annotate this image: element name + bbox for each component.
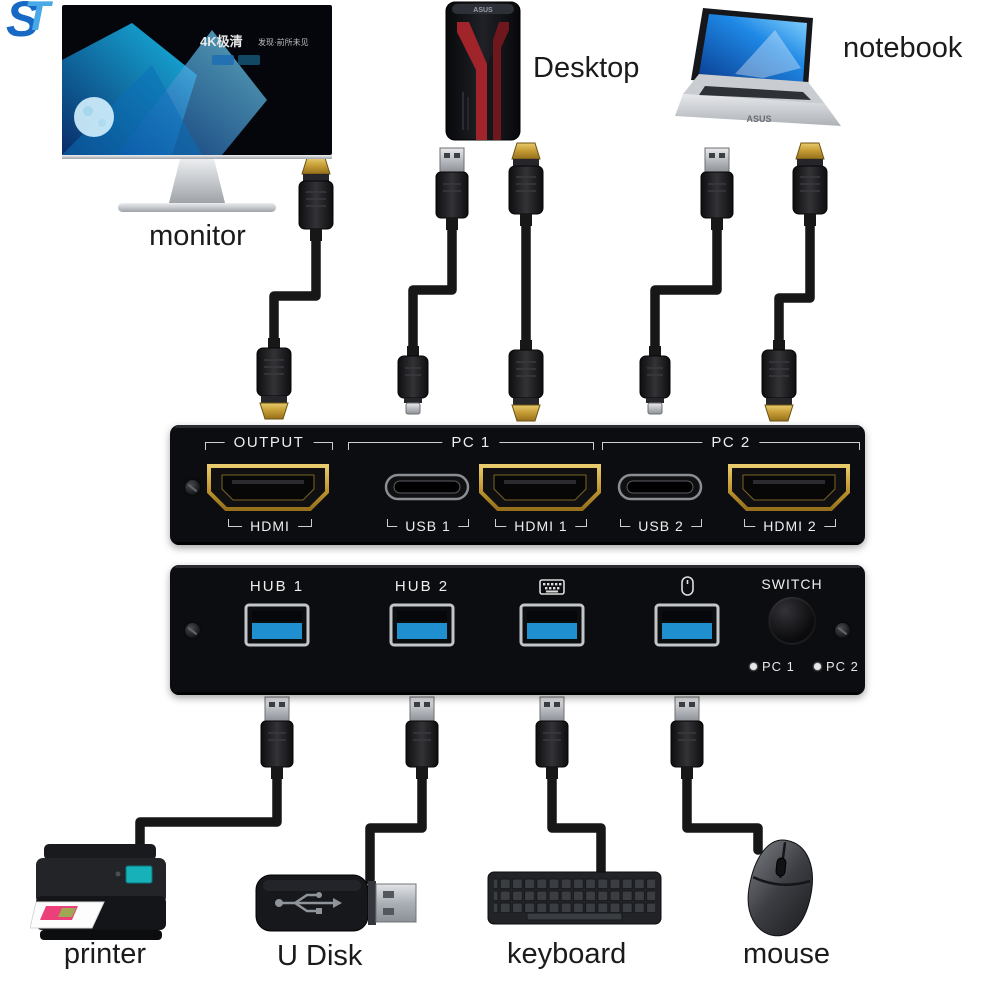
usb-plug-icon [535, 696, 569, 780]
desktop-brand-text: ASUS [473, 7, 493, 14]
hdmi-output-label: HDMI [242, 518, 298, 534]
monitor-screen-headline: 4K极清 [200, 34, 243, 49]
cable-desktop-usb [408, 219, 457, 355]
usb-plug-icon [700, 147, 734, 231]
hdmi-output-label-bracket: HDMI [228, 518, 312, 534]
pc1-indicator-label: PC 1 [762, 659, 795, 674]
usb1-label-bracket: USB 1 [387, 518, 469, 534]
kvm-front-panel: OUTPUT HDMI PC 1 USB 1 HDMI 1 PC 2 USB 2… [170, 425, 865, 545]
hdmi-plug-icon [508, 142, 544, 227]
panel-edge [175, 425, 860, 428]
hub1-usb-port [244, 603, 310, 647]
monitor-label: monitor [149, 220, 246, 252]
printer-image [29, 840, 180, 950]
hdmi-plug-icon [792, 142, 828, 227]
brand-logo: ST [6, 0, 50, 44]
screw-icon [185, 480, 200, 495]
usb-plug-icon [435, 147, 469, 231]
cable-notebook-usb [650, 219, 722, 355]
logo-letter-t: T [24, 0, 51, 39]
notebook-image: ASUS [675, 8, 845, 141]
desktop-image: ASUS [443, 0, 523, 147]
pc1-group-label: PC 1 [442, 434, 500, 451]
hub2-label: HUB 2 [394, 578, 450, 595]
keyboard-label: keyboard [507, 938, 627, 970]
printer-label: printer [63, 938, 147, 970]
logo-letter-s: S [6, 0, 40, 47]
keyboard-icon [539, 579, 565, 595]
usb1-label: USB 1 [397, 518, 459, 534]
udisk-image [255, 868, 420, 943]
switch-button [769, 597, 815, 643]
output-group-bracket: OUTPUT [205, 434, 333, 451]
monitor-screen-subtext: 发现·前所未见 [258, 37, 309, 47]
notebook-label: notebook [843, 32, 963, 64]
usbc-plug-icon [397, 345, 429, 415]
panel-edge [175, 565, 860, 568]
usb2-label: USB 2 [630, 518, 692, 534]
udisk-label: U Disk [277, 940, 363, 972]
mouse-icon [681, 576, 694, 596]
keyboard-image [487, 866, 662, 933]
pc1-group-bracket: PC 1 [348, 434, 594, 451]
pc1-led [750, 663, 757, 670]
hdmi-plug-icon [256, 337, 292, 420]
hdmi1-label: HDMI 1 [506, 518, 576, 534]
pc2-indicator-label: PC 2 [826, 659, 859, 674]
hub2-usb-port [389, 603, 455, 647]
mouse-label: mouse [743, 938, 831, 970]
usb-plug-icon [405, 696, 439, 780]
cable-keyboard [547, 765, 606, 877]
switch-label: SWITCH [761, 576, 823, 592]
cables [135, 215, 815, 885]
usbc-plug-icon [639, 345, 671, 415]
hub1-label: HUB 1 [249, 578, 305, 595]
pc2-led [814, 663, 821, 670]
hdmi1-label-bracket: HDMI 1 [495, 518, 587, 534]
usb-plug-icon [670, 696, 704, 780]
mouse-usb-port [654, 603, 720, 647]
pc2-group-bracket: PC 2 [602, 434, 860, 451]
notebook-brand-text: ASUS [746, 114, 771, 124]
panel-edge [175, 692, 860, 695]
desktop-label: Desktop [533, 52, 640, 84]
usb2-label-bracket: USB 2 [620, 518, 702, 534]
hdmi-output-port [207, 464, 329, 511]
kvm-hub-panel: HUB 1 HUB 2 SWITCH PC 1 PC 2 [170, 565, 865, 695]
hdmi2-label-bracket: HDMI 2 [744, 518, 836, 534]
cable-udisk [365, 765, 427, 885]
screw-icon [835, 623, 850, 638]
keyboard-usb-port [519, 603, 585, 647]
hdmi-plug-icon [761, 339, 797, 422]
monitor-image: 4K极清 发现·前所未见 [62, 5, 332, 222]
panel-edge [175, 542, 860, 545]
usb2-port [617, 473, 703, 501]
usb-plug-icon [260, 696, 294, 780]
pc1-indicator: PC 1 [750, 659, 795, 674]
mouse-image [735, 834, 826, 947]
screw-icon [185, 623, 200, 638]
hdmi-plug-icon [508, 339, 544, 422]
hdmi2-label: HDMI 2 [755, 518, 825, 534]
output-group-label: OUTPUT [224, 434, 314, 451]
pc2-group-label: PC 2 [702, 434, 760, 451]
usb1-port [384, 473, 470, 501]
hdmi2-port [728, 464, 850, 511]
pc2-indicator: PC 2 [814, 659, 859, 674]
hdmi1-port [479, 464, 601, 511]
cable-notebook-hdmi [774, 215, 815, 349]
